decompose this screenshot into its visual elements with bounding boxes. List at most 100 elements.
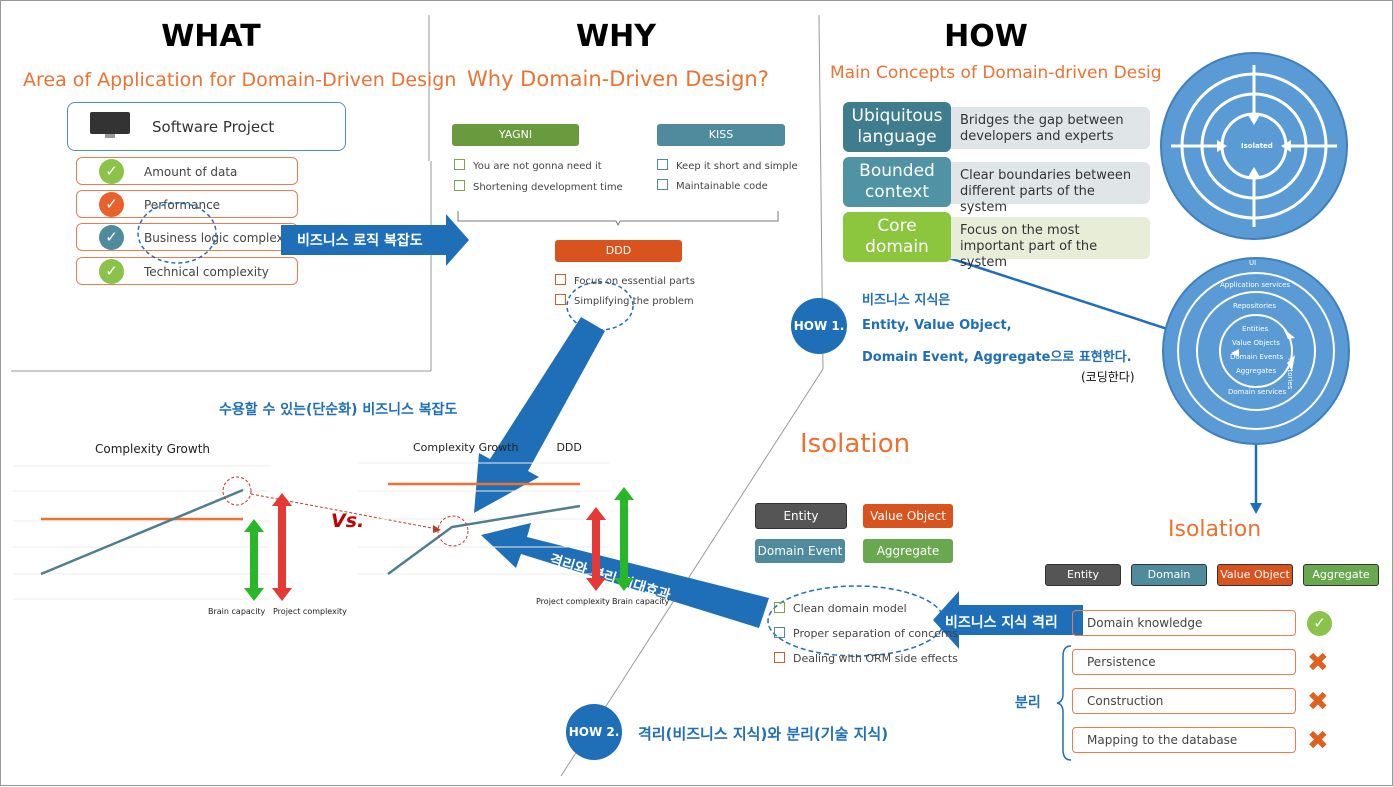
cross-icon: ✖ [1307, 687, 1329, 717]
header-how: HOW [944, 19, 1028, 54]
split-brace [1056, 645, 1072, 761]
what-row-data: ✓ Amount of data [76, 157, 298, 185]
ddd-item-text: Focus on essential parts [574, 276, 695, 287]
brain-capacity-arrow [244, 519, 264, 601]
how1-line1: 비즈니스 지식은 [862, 293, 951, 308]
project-complexity-arrow [272, 493, 292, 601]
what-row-label: Business logic complexity [144, 231, 299, 245]
onion-entities: Entities [1242, 325, 1269, 333]
isolated-target-graphic [1160, 52, 1348, 240]
kiss-item: Maintainable code [657, 179, 768, 192]
onion-app: Application services [1220, 281, 1291, 289]
software-project-label: Software Project [152, 118, 275, 136]
software-project-box: Software Project [67, 102, 346, 151]
isolation-item: Dealing with ORM side effects [774, 652, 958, 665]
how1-line3: Domain Event, Aggregate으로 표현한다. [862, 350, 1132, 365]
isolation-item-text: Proper separation of concerns [793, 627, 958, 640]
isolation-item: Proper separation of concerns [774, 627, 958, 640]
onion-ds: Domain services [1228, 388, 1287, 396]
chart2-brain-label: Brain capacity [612, 597, 670, 606]
isolation-right-title: Isolation [1168, 517, 1262, 542]
isolation-right-pill-domain-event: Domain Event [1131, 564, 1207, 601]
ddd-item: Simplifying the problem [555, 294, 694, 307]
checkbox-icon [774, 602, 785, 613]
chart2-project-label: Project complexity [536, 597, 610, 606]
isolation-item: Clean domain model [774, 602, 907, 615]
simplification-arrow [474, 317, 605, 513]
isolation-mid-title: Isolation [800, 429, 911, 459]
ddd-label: DDD [555, 240, 682, 262]
how1-line4: (코딩한다) [1081, 370, 1135, 384]
concept-desc: Focus on the most important part of the … [946, 217, 1150, 270]
header-why: WHY [576, 19, 656, 54]
chart1-title: Complexity Growth [95, 442, 211, 456]
acceptable-complexity-caption: 수용할 수 있는(단순화) 비즈니스 복잡도 [219, 402, 458, 418]
check-icon: ✓ [99, 225, 124, 250]
what-row-performance: ✓ Performance [76, 190, 298, 218]
isolation-item-text: Clean domain model [793, 602, 907, 615]
yagni-item: You are not gonna need it [454, 159, 602, 172]
kiss-item-text: Keep it short and simple [676, 161, 798, 172]
what-row-business-logic: ✓ Business logic complexity [76, 223, 299, 251]
vs-label: Vs. [331, 510, 365, 532]
domain-knowledge-row: Domain knowledge [1072, 610, 1296, 636]
kiss-item-text: Maintainable code [676, 181, 768, 192]
chart1-brain-label: Brain capacity [208, 607, 266, 616]
checkbox-icon [454, 159, 465, 170]
onion-de: Domain Events [1230, 353, 1284, 361]
how1-line2: Entity, Value Object, [862, 318, 1012, 333]
chart2-title-suffix: DDD [556, 441, 582, 454]
what-row-label: Amount of data [144, 165, 238, 179]
isolated-label: Isolated [1241, 142, 1273, 150]
onion-factories: Factories [1286, 358, 1294, 390]
project-complexity-line [40, 488, 244, 576]
isolation-right-pill-entity: Entity [1045, 564, 1121, 586]
why-brace [457, 211, 779, 227]
isolation-pill-value-object: Value Object [863, 504, 953, 528]
isolation-right-pill-aggregate: Aggregate [1303, 564, 1379, 586]
isolation-pill-aggregate: Aggregate [863, 539, 953, 563]
highlight-ellipse [137, 202, 217, 264]
isolate-knowledge-label: 비즈니스 지식 격리 [945, 615, 1058, 631]
yagni-item: Shortening development time [454, 180, 623, 193]
checkbox-icon [657, 179, 668, 190]
what-row-label: Technical complexity [144, 265, 269, 279]
onion-repos: Repositories [1233, 302, 1276, 310]
business-complexity-label: 비즈니스 로직 복잡도 [297, 233, 423, 249]
split-row-mapping: Mapping to the database [1072, 727, 1296, 753]
onion-ui: UI [1249, 259, 1257, 267]
header-what: WHAT [161, 19, 261, 54]
ddd-item-text: Simplifying the problem [574, 296, 694, 307]
why-subtitle: Why Domain-Driven Design? [467, 67, 769, 91]
checkbox-icon [454, 180, 465, 191]
isolation-item-text: Dealing with ORM side effects [793, 652, 958, 665]
how-subtitle: Main Concepts of Domain-driven Desig [830, 63, 1162, 83]
ddd-item: Focus on essential parts [555, 274, 695, 287]
checkbox-icon [774, 652, 785, 663]
concept-core-domain: Core domain [843, 212, 951, 262]
onion-vo: Value Objects [1232, 339, 1280, 347]
cross-icon: ✖ [1307, 648, 1329, 678]
check-icon: ✓ [99, 259, 124, 284]
check-icon: ✓ [1307, 611, 1332, 636]
checkbox-icon [555, 274, 566, 285]
yagni-item-text: Shortening development time [473, 182, 623, 193]
checkbox-icon [555, 294, 566, 305]
business-complexity-arrow [281, 214, 469, 266]
concept-ubiquitous-language: Ubiquitous language [843, 102, 951, 152]
check-icon: ✓ [99, 192, 124, 217]
what-row-label: Performance [144, 198, 221, 212]
how1-badge: HOW 1. [791, 298, 847, 354]
isolation-pill-domain-event: Domain Event [755, 539, 845, 563]
yagni-item-text: You are not gonna need it [473, 161, 602, 172]
yagni-label: YAGNI [452, 124, 579, 146]
concept-desc: Bridges the gap between developers and e… [946, 107, 1150, 149]
split-row-construction: Construction [1072, 688, 1296, 714]
split-row-persistence: Persistence [1072, 649, 1296, 675]
how2-text: 격리(비즈니스 지식)와 분리(기술 지식) [638, 725, 889, 743]
isolation-pill-entity: Entity [755, 503, 847, 529]
concept-bounded-context: Bounded context [843, 157, 951, 207]
